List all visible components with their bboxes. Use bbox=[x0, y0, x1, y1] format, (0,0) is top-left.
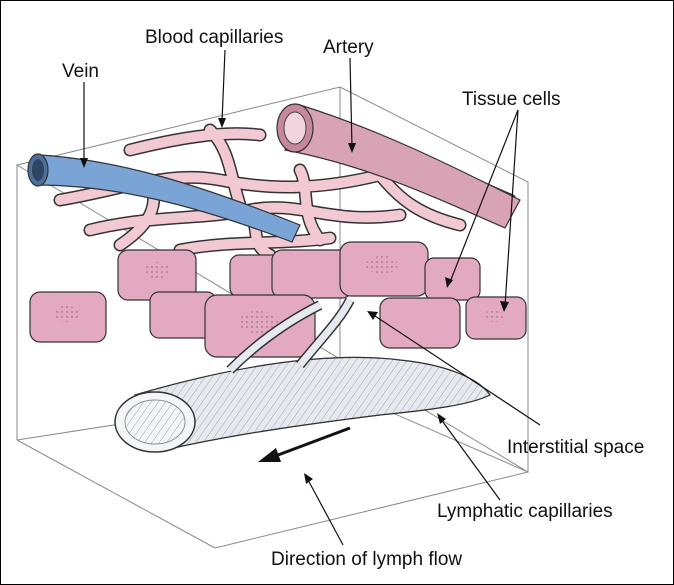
label-tissue-cells: Tissue cells bbox=[462, 89, 561, 110]
leader-interstitial-space bbox=[371, 313, 541, 426]
label-lymphatic-capillaries: Lymphatic capillaries bbox=[437, 501, 613, 522]
label-interstitial-space: Interstitial space bbox=[507, 437, 645, 458]
vein-vessel bbox=[27, 153, 301, 243]
label-vein: Vein bbox=[62, 61, 99, 82]
artery-vessel bbox=[276, 103, 521, 229]
leader-lines bbox=[80, 49, 541, 546]
lymph-flow-arrow bbox=[258, 426, 351, 462]
label-direction-of-lymph-flow: Direction of lymph flow bbox=[271, 549, 463, 570]
leader-lymphatic-capillaries bbox=[439, 417, 501, 501]
label-artery: Artery bbox=[323, 37, 374, 58]
leader-artery bbox=[349, 57, 353, 149]
leader-tissue-cells-1 bbox=[449, 109, 519, 283]
tissue-cell bbox=[339, 241, 429, 297]
label-blood-capillaries: Blood capillaries bbox=[145, 27, 284, 48]
tissue-cell bbox=[204, 294, 316, 358]
tissue-cell bbox=[465, 296, 527, 340]
lymphatic-capillaries bbox=[114, 297, 491, 453]
tissue-cell bbox=[379, 297, 461, 349]
leader-direction-of-lymph-flow bbox=[306, 477, 344, 546]
leader-blood-capillaries bbox=[221, 49, 226, 123]
leader-tissue-cells-2 bbox=[504, 109, 519, 307]
tissue-cell bbox=[29, 291, 107, 343]
tissue-cell bbox=[424, 257, 481, 301]
tissue-cells bbox=[29, 241, 527, 358]
